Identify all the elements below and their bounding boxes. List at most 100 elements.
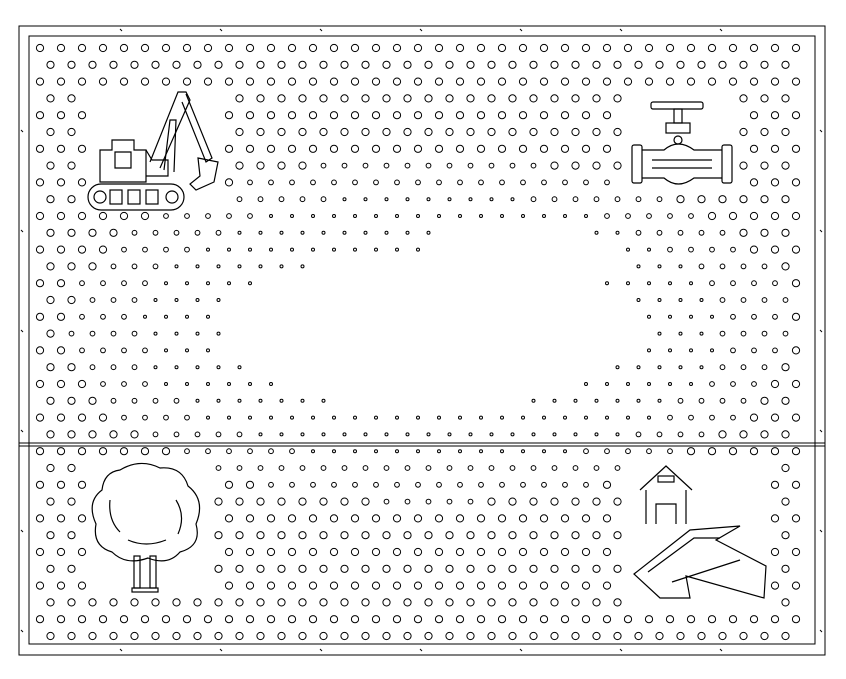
perforation-hole [341, 465, 348, 471]
perforation-hole [184, 213, 190, 219]
perforation-hole [206, 247, 210, 252]
perforation-hole [256, 564, 265, 573]
perforation-hole [310, 481, 316, 488]
perforation-hole [655, 631, 664, 641]
perforation-hole [68, 330, 75, 337]
perforation-hole [394, 179, 400, 186]
perforation-hole [518, 111, 528, 120]
perforation-hole [224, 581, 234, 590]
perforation-hole [235, 161, 244, 170]
perforation-hole [665, 43, 675, 53]
frame-tick [319, 648, 323, 652]
perforation-hole [266, 615, 276, 624]
perforation-hole [749, 144, 759, 153]
perforation-hole [644, 43, 654, 53]
perforation-hole [781, 497, 790, 506]
perforation-hole [371, 144, 381, 153]
perforation-hole [119, 447, 129, 456]
perforation-hole [88, 60, 97, 69]
perforation-hole [35, 245, 45, 254]
perforation-hole [205, 213, 211, 219]
perforation-hole [46, 396, 55, 405]
perforation-hole [248, 247, 252, 252]
perforation-hole [130, 430, 139, 439]
perforation-hole [594, 230, 599, 235]
perforation-hole [665, 77, 675, 86]
perforation-hole [374, 214, 378, 218]
perforation-hole [508, 127, 517, 137]
perforation-hole [719, 297, 726, 303]
perforation-hole [184, 246, 190, 253]
perforation-hole [749, 245, 759, 254]
perforation-hole [781, 60, 790, 69]
inner-frame [28, 35, 816, 645]
perforation-hole [235, 127, 244, 137]
perforation-hole [791, 312, 801, 321]
perforation-hole [382, 631, 391, 641]
perforation-hole [329, 144, 339, 153]
perforation-hole [508, 94, 517, 103]
perforation-hole [656, 229, 663, 236]
perforation-hole [581, 77, 591, 86]
perforation-hole [602, 43, 612, 53]
perforation-hole [529, 60, 538, 69]
perforation-hole [699, 365, 704, 370]
perforation-hole [676, 60, 685, 69]
frame-tick [20, 629, 24, 633]
perforation-hole [256, 631, 265, 641]
perforation-hole [119, 77, 129, 86]
perforation-hole [266, 144, 276, 153]
perforation-hole [539, 514, 549, 523]
perforation-hole [140, 615, 150, 624]
perforation-hole [77, 111, 87, 120]
perforation-hole [56, 413, 66, 422]
perforation-hole [224, 547, 234, 557]
perforation-hole [487, 497, 496, 506]
perforation-hole [541, 481, 547, 488]
perforation-hole [667, 448, 673, 455]
perforation-hole [791, 144, 801, 153]
perforation-hole [424, 94, 433, 103]
perforation-hole [279, 398, 284, 403]
perforation-hole [279, 264, 284, 269]
perforation-hole [77, 144, 87, 153]
perforation-hole [247, 448, 253, 455]
perforation-hole [319, 631, 328, 641]
perforation-hole [56, 480, 66, 489]
perforation-hole [466, 631, 475, 641]
perforation-hole [615, 432, 620, 437]
perforation-hole [382, 531, 391, 540]
perforation-hole [98, 615, 108, 624]
perforation-hole [530, 465, 537, 471]
perforation-hole [185, 348, 189, 353]
perforation-hole [308, 581, 318, 590]
perforation-hole [214, 631, 223, 641]
perforation-hole [615, 365, 620, 370]
perforation-hole [298, 161, 307, 170]
perforation-hole [688, 414, 694, 421]
perforation-hole [46, 363, 55, 372]
perforation-hole [342, 197, 347, 202]
perforation-hole [656, 431, 663, 438]
perforation-hole [530, 196, 537, 203]
perforation-hole [77, 379, 87, 389]
perforation-hole [529, 564, 538, 573]
perforation-hole [781, 127, 790, 137]
perforation-hole [56, 111, 66, 120]
perforation-hole [782, 330, 789, 337]
perforation-hole [602, 77, 612, 86]
perforation-hole [245, 77, 255, 86]
perforation-hole [289, 448, 295, 455]
perforation-hole [35, 111, 45, 120]
perforation-hole [594, 398, 599, 403]
perforation-hole [445, 631, 454, 641]
perforation-hole [728, 211, 738, 221]
perforation-hole [487, 127, 496, 137]
perforation-hole [248, 382, 252, 386]
perforation-hole [560, 547, 570, 557]
perforation-hole [287, 43, 297, 53]
perforation-hole [164, 281, 168, 286]
perforation-hole [467, 498, 474, 505]
perforation-hole [791, 413, 801, 422]
perforation-hole [593, 465, 600, 471]
